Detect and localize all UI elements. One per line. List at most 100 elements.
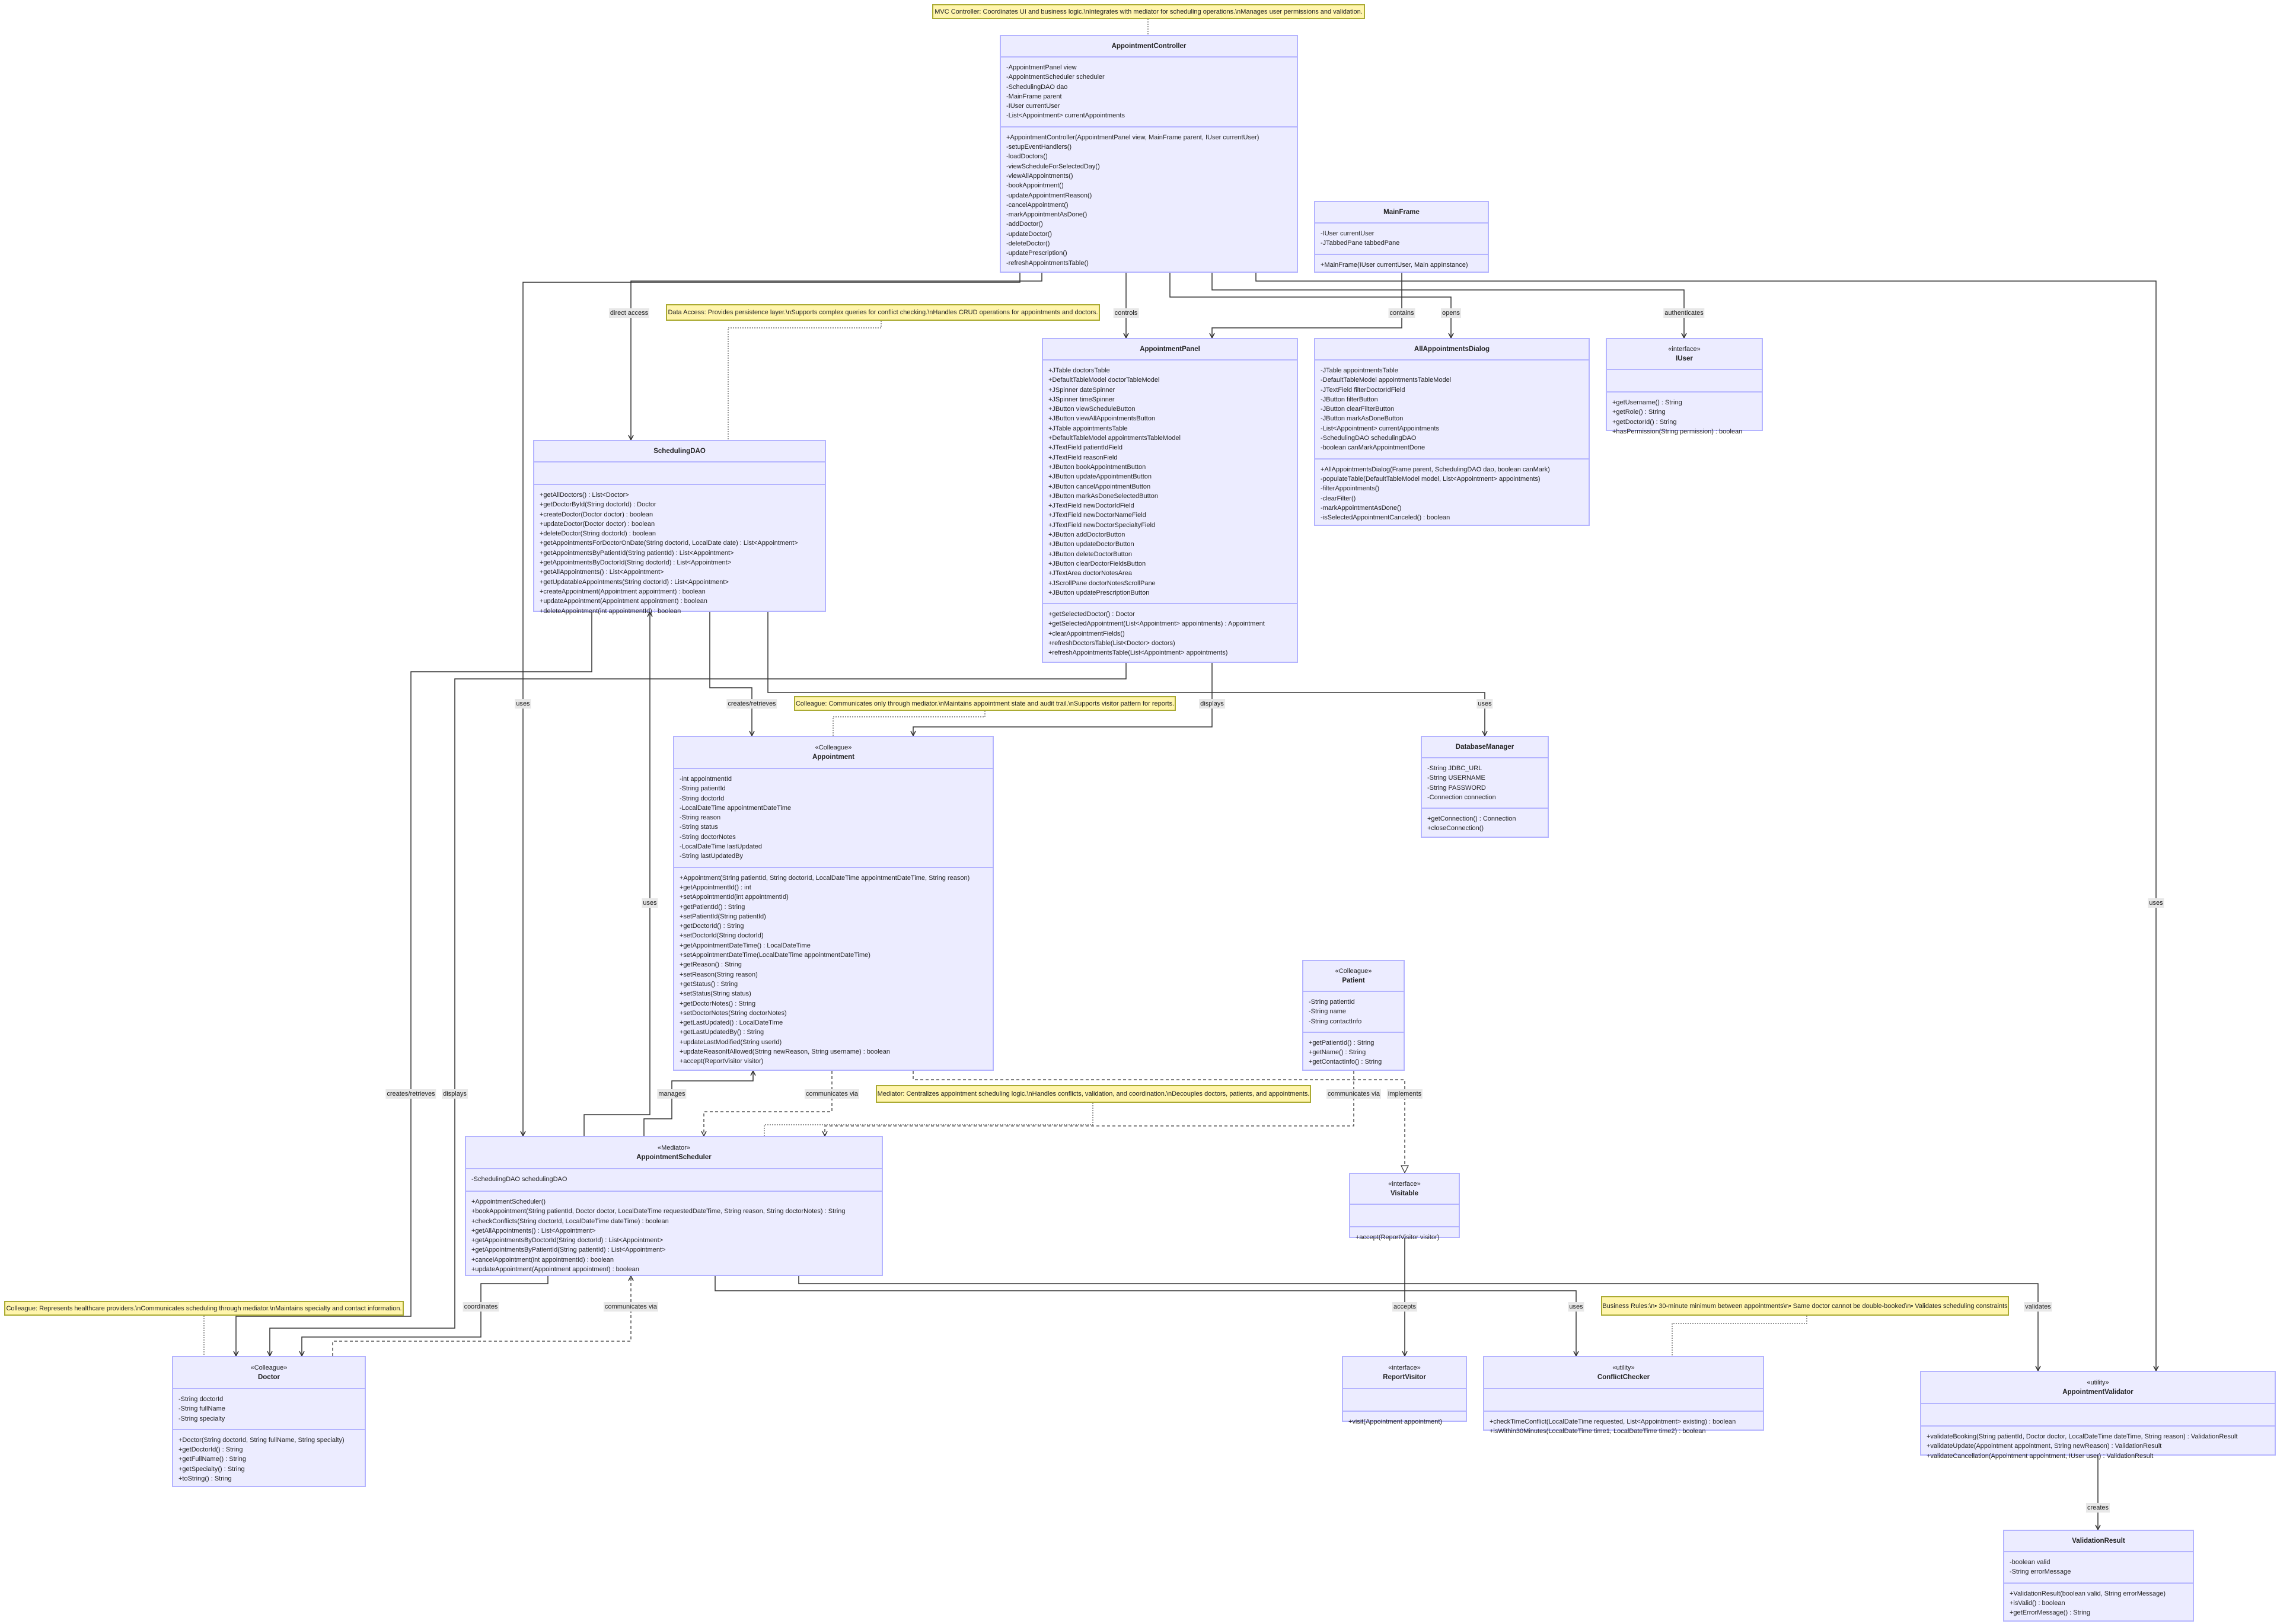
edge-validates — [798, 1276, 2038, 1371]
class-name: IUser — [1676, 355, 1693, 362]
method: +isValid() : boolean — [2010, 1599, 2065, 1607]
method: +getReason() : String — [680, 961, 742, 969]
method: -viewAllAppointments() — [1006, 172, 1073, 180]
class-name: AllAppointmentsDialog — [1414, 346, 1490, 353]
method: +updateReasonIfAllowed(String newReason,… — [680, 1048, 890, 1056]
method: -markAppointmentAsDone() — [1321, 504, 1402, 512]
class-name: Doctor — [257, 1373, 280, 1381]
class-reportvisitor[interactable]: «interface»ReportVisitor+visit(Appointme… — [1342, 1356, 1467, 1425]
class-stereotype: «Colleague» — [250, 1364, 288, 1371]
edge-label: uses — [1568, 1302, 1584, 1312]
attribute: +DefaultTableModel appointmentsTableMode… — [1048, 435, 1181, 442]
class-attributes: -String doctorId-String fullName-String … — [173, 1389, 365, 1430]
method: +getAppointmentsByPatientId(String patie… — [471, 1246, 666, 1254]
class-controller[interactable]: AppointmentController-AppointmentPanel v… — [1000, 35, 1298, 273]
class-attributes: -boolean valid-String errorMessage — [2004, 1552, 2193, 1584]
class-name: ValidationResult — [2072, 1537, 2125, 1545]
method: -isSelectedAppointmentCanceled() : boole… — [1321, 514, 1450, 522]
edge-label: direct access — [608, 308, 650, 318]
class-dao[interactable]: SchedulingDAO+getAllDoctors() : List<Doc… — [533, 440, 826, 615]
method: +ValidationResult(boolean valid, String … — [2010, 1590, 2166, 1597]
class-appointment[interactable]: «Colleague»Appointment-int appointmentId… — [673, 736, 994, 1071]
class-iuser[interactable]: «interface»IUser+getUsername() : String+… — [1606, 338, 1763, 435]
class-methods: +checkTimeConflict(LocalDateTime request… — [1484, 1412, 1763, 1442]
class-validationresult[interactable]: ValidationResult -boolean valid-String er… — [2003, 1530, 2194, 1622]
method: +getAllAppointments() : List<Appointment… — [540, 569, 664, 576]
method: -cancelAppointment() — [1006, 201, 1069, 209]
class-attributes — [1350, 1205, 1459, 1227]
method: -refreshAppointmentsTable() — [1006, 259, 1089, 267]
edge-patient-communicates-via — [825, 1071, 1354, 1136]
class-visitable[interactable]: «interface»Visitable +accept(ReportVisito… — [1349, 1173, 1460, 1241]
attribute: -String JDBC_URL — [1427, 765, 1482, 772]
note-mvc: MVC Controller: Coordinates UI and busin… — [932, 4, 1365, 19]
method: -updateDoctor() — [1006, 230, 1053, 238]
attribute: -JTable appointmentsTable — [1321, 367, 1398, 374]
method: +getName() : String — [1309, 1049, 1366, 1057]
method: +cancelAppointment(int appointmentId) : … — [471, 1256, 614, 1264]
edge-implements — [913, 1071, 1405, 1173]
class-name: Visitable — [1390, 1189, 1419, 1197]
attribute: +JButton viewAllAppointmentsButton — [1048, 415, 1156, 423]
attribute: +JTable doctorsTable — [1048, 367, 1110, 374]
attribute: -SchedulingDAO schedulingDAO — [471, 1176, 567, 1183]
class-attributes — [1343, 1389, 1466, 1412]
class-header: SchedulingDAO — [534, 441, 825, 462]
class-doctor[interactable]: «Colleague» Doctor -String doctorId-String… — [172, 1356, 366, 1487]
method: +validateBooking(String patientId, Docto… — [1927, 1433, 2238, 1440]
method: +setPatientId(String patientId) — [680, 912, 766, 920]
method: +accept(ReportVisitor visitor) — [1356, 1234, 1440, 1241]
class-header: «Colleague»Appointment — [674, 737, 993, 769]
class-dbmanager[interactable]: DatabaseManager-String JDBC_URL-String U… — [1421, 736, 1549, 838]
method: +accept(ReportVisitor visitor) — [680, 1058, 764, 1065]
attribute: -List<Appointment> currentAppointments — [1321, 425, 1439, 432]
method: +MainFrame(IUser currentUser, Main appIn… — [1321, 261, 1468, 269]
method: +getUsername() : String — [1612, 399, 1682, 406]
class-methods: +getConnection() : Connection+closeConne… — [1422, 809, 1548, 839]
attribute: -String USERNAME — [1427, 774, 1485, 782]
attribute: -String patientId — [1309, 998, 1355, 1006]
class-attributes — [534, 462, 825, 485]
class-panel[interactable]: AppointmentPanel+JTable doctorsTable+Def… — [1042, 338, 1298, 663]
edge-label: uses — [642, 898, 658, 908]
class-mainframe[interactable]: MainFrame-IUser currentUser-JTabbedPane … — [1314, 201, 1489, 273]
edge-direct-access — [631, 273, 1042, 440]
attribute: +JButton bookAppointmentButton — [1048, 463, 1146, 471]
edge-label: communicates via — [804, 1089, 860, 1099]
class-attributes — [1921, 1404, 2275, 1427]
class-stereotype: «interface» — [1388, 1180, 1421, 1188]
class-attributes — [1607, 370, 1762, 393]
class-methods: +getUsername() : String+getRole() : Stri… — [1607, 393, 1762, 442]
class-attributes: -String patientId-String name-String con… — [1303, 992, 1404, 1033]
method: +hasPermission(String permission) : bool… — [1612, 427, 1743, 435]
class-conflictchecker[interactable]: «utility»ConflictChecker+checkTimeConfli… — [1483, 1356, 1764, 1435]
class-methods: +getSelectedDoctor() : Doctor+getSelecte… — [1043, 604, 1297, 663]
class-patient[interactable]: «Colleague»Patient-String patientId-Stri… — [1302, 960, 1405, 1071]
class-methods: +validateBooking(String patientId, Docto… — [1921, 1427, 2275, 1466]
attribute: -JTextField filterDoctorIdField — [1321, 386, 1405, 394]
attribute: -LocalDateTime appointmentDateTime — [680, 804, 792, 812]
attribute: -SchedulingDAO schedulingDAO — [1321, 435, 1417, 442]
edge-contains — [1212, 273, 1402, 338]
method: +getSpecialty() : String — [178, 1465, 245, 1473]
class-stereotype: «utility» — [2087, 1379, 2109, 1386]
class-name: AppointmentValidator — [2062, 1388, 2134, 1396]
class-methods: +getPatientId() : String+getName() : Str… — [1303, 1033, 1404, 1073]
class-methods: +accept(ReportVisitor visitor) — [1350, 1227, 1459, 1247]
method: +setStatus(String status) — [680, 990, 751, 998]
method: +toString() : String — [178, 1475, 232, 1483]
method: -updatePrescription() — [1006, 250, 1067, 257]
class-methods: +getAllDoctors() : List<Doctor>+getDocto… — [534, 485, 825, 621]
attribute: +JButton cancelAppointmentButton — [1048, 483, 1151, 490]
class-dialog[interactable]: AllAppointmentsDialog -JTable appointment… — [1314, 338, 1590, 526]
edge-label: controls — [1113, 308, 1139, 318]
note-link-data-access — [728, 321, 882, 440]
class-validator[interactable]: «utility» AppointmentValidator +validateBo… — [1920, 1371, 2276, 1460]
class-header: «utility»ConflictChecker — [1484, 1357, 1763, 1389]
attribute: -JButton filterButton — [1321, 395, 1378, 403]
attribute: +JTextField patientIdField — [1048, 444, 1123, 452]
attribute: -IUser currentUser — [1321, 230, 1375, 237]
method: +updateAppointment(Appointment appointme… — [471, 1266, 639, 1274]
class-scheduler[interactable]: «Mediator»AppointmentScheduler-Schedulin… — [465, 1136, 883, 1276]
attribute: +JButton deleteDoctorButton — [1048, 550, 1132, 558]
